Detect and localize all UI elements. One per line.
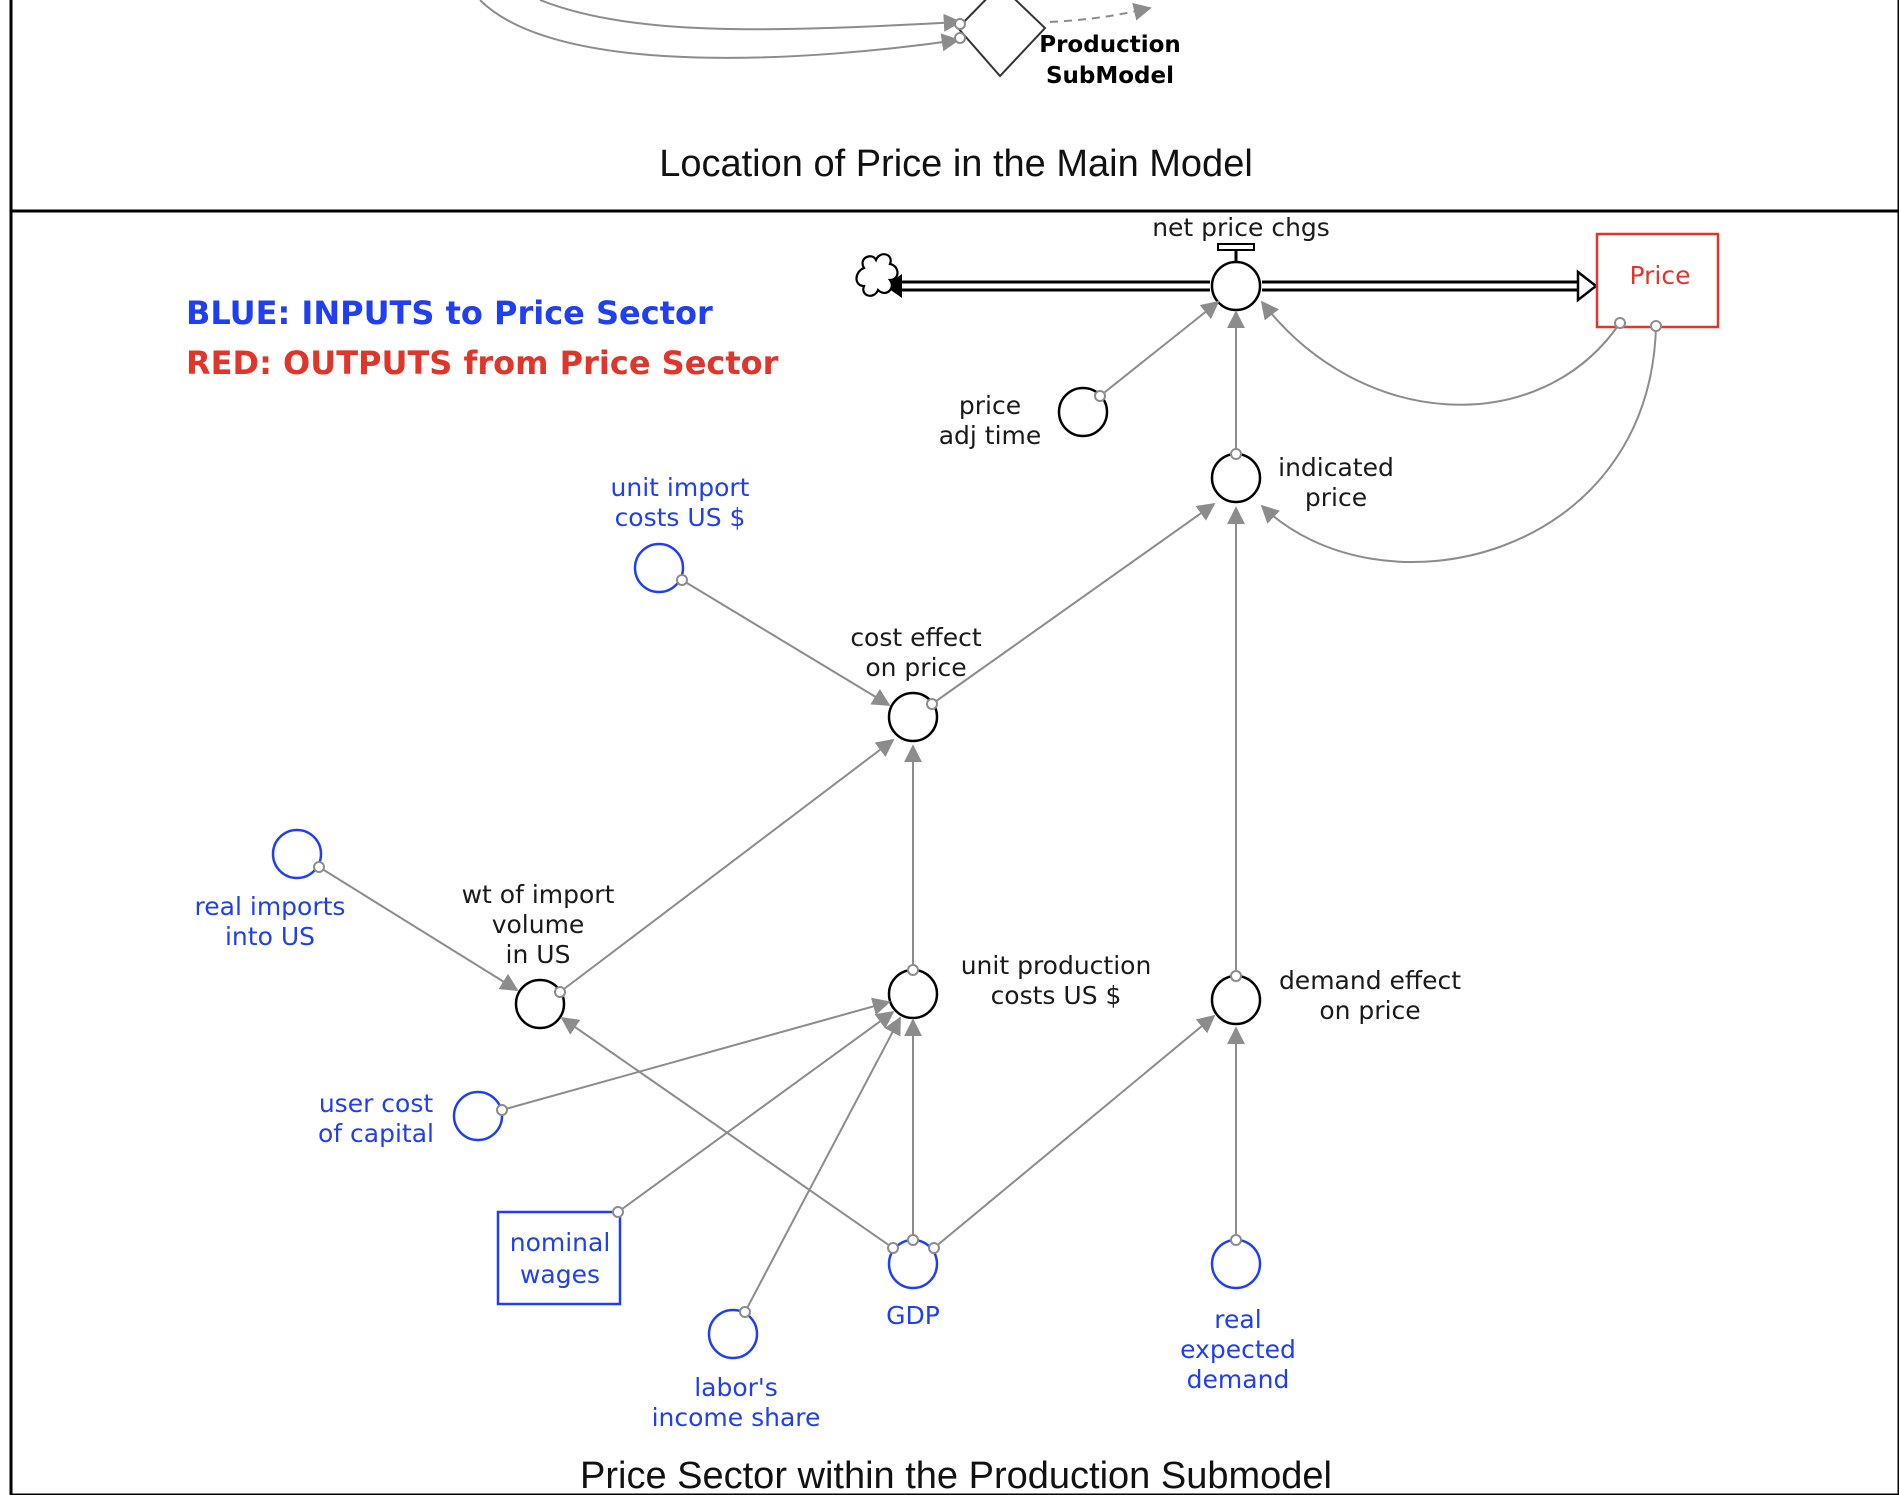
link-handle (554, 986, 566, 998)
demand-effect-label-1: demand effect (1279, 966, 1461, 995)
link-handle (1614, 317, 1626, 329)
link-price-to-net-price-chgs (1260, 300, 1621, 406)
indicated-price-node[interactable] (1210, 452, 1262, 504)
link-main-1 (539, 0, 962, 32)
submodel-label-line2: SubModel (1046, 63, 1174, 89)
labors-income-share-label-2: income share (652, 1403, 821, 1432)
link-handle (313, 861, 325, 873)
top-caption: Location of Price in the Main Model (659, 143, 1253, 185)
user-cost-label-1: user cost (319, 1089, 434, 1118)
legend-inputs: BLUE: INPUTS to Price Sector (186, 294, 713, 332)
link-handle (954, 32, 966, 44)
link-handle (1094, 390, 1106, 402)
link-handle (1230, 970, 1242, 982)
link-handle (907, 1234, 919, 1246)
price-stock[interactable] (1595, 232, 1720, 329)
wt-of-import-volume-node[interactable] (514, 978, 566, 1030)
link-cost-effect-to-indicated (931, 502, 1216, 705)
link-handle (954, 18, 966, 30)
unit-production-label-2: costs US $ (991, 981, 1122, 1010)
outer-frame (9, 0, 1899, 1495)
real-expected-demand-label-2: expected (1180, 1335, 1296, 1364)
demand-effect-on-price-node[interactable] (1210, 974, 1262, 1026)
real-imports-label-1: real imports (195, 892, 346, 921)
cloud-icon (855, 253, 899, 297)
net-price-chgs-label: net price chgs (1152, 213, 1330, 242)
nominal-wages-label-2: wages (520, 1260, 600, 1289)
link-handle (496, 1104, 508, 1116)
link-handle (739, 1306, 751, 1318)
wt-import-label-3: in US (506, 940, 571, 969)
cost-effect-label-2: on price (865, 653, 966, 682)
link-handle (1230, 1234, 1242, 1246)
link-main-3 (1049, 2, 1152, 23)
legend-outputs: RED: OUTPUTS from Price Sector (186, 344, 779, 382)
link-wt-import-to-cost-effect (559, 738, 895, 993)
cost-effect-on-price-node[interactable] (887, 691, 939, 743)
indicated-price-label-2: price (1305, 483, 1367, 512)
price-adj-time-node[interactable] (1057, 386, 1109, 438)
real-expected-demand-node[interactable] (1210, 1238, 1262, 1290)
link-real-imports-to-wt-import (318, 866, 519, 991)
demand-effect-label-2: on price (1319, 996, 1420, 1025)
link-handle (676, 574, 688, 586)
link-unit-import-to-cost-effect (681, 579, 891, 706)
bottom-caption: Price Sector within the Production Submo… (580, 1455, 1332, 1495)
nominal-wages-stock[interactable] (496, 1210, 622, 1306)
production-submodel-icon[interactable] (956, 0, 1047, 78)
link-handle (1230, 448, 1242, 460)
price-adj-time-label-1: price (959, 391, 1021, 420)
link-adj-time-to-net-price-chgs (1099, 300, 1220, 397)
net-price-chgs-valve[interactable] (1210, 243, 1262, 312)
real-imports-label-2: into US (225, 922, 315, 951)
indicated-price-label-1: indicated (1278, 453, 1394, 482)
gdp-label: GDP (886, 1301, 940, 1330)
link-handle (907, 964, 919, 976)
labors-income-share-label-1: labor's (694, 1373, 778, 1402)
cost-effect-label-1: cost effect (850, 623, 982, 652)
user-cost-of-capital-node[interactable] (452, 1090, 504, 1142)
link-nominal-wages-to-unit-production (617, 1010, 895, 1213)
main-model-excerpt: Production SubModel (479, 0, 1181, 89)
inflow-arrowhead (1576, 269, 1599, 303)
outflow-arrowhead (885, 274, 902, 298)
price-stock-label: Price (1630, 261, 1691, 290)
link-handle (926, 698, 938, 710)
submodel-label-line1: Production (1039, 32, 1181, 58)
unit-import-costs-label-1: unit import (611, 473, 750, 502)
real-expected-demand-label-3: demand (1187, 1365, 1290, 1394)
link-price-to-indicated-price (1260, 325, 1657, 563)
link-user-cost-to-unit-production (501, 997, 891, 1111)
unit-production-costs-node[interactable] (887, 968, 939, 1020)
flow-pipe (885, 269, 1599, 303)
real-expected-demand-label-1: real (1214, 1305, 1261, 1334)
unit-production-label-1: unit production (961, 951, 1152, 980)
link-handle (887, 1242, 899, 1254)
wt-import-label-2: volume (492, 910, 585, 939)
link-handle (612, 1206, 624, 1218)
nominal-wages-label-1: nominal (510, 1228, 611, 1257)
unit-import-costs-label-2: costs US $ (615, 503, 746, 532)
link-gdp-to-wt-import (560, 1016, 894, 1249)
user-cost-label-2: of capital (318, 1119, 434, 1148)
price-adj-time-label-2: adj time (939, 421, 1042, 450)
link-handle (1650, 320, 1662, 332)
link-main-2 (479, 0, 960, 59)
link-gdp-to-demand-effect (933, 1014, 1216, 1249)
unit-import-costs-node[interactable] (633, 542, 685, 594)
link-labors-share-to-unit-production (744, 1016, 901, 1313)
labors-income-share-node[interactable] (707, 1308, 759, 1360)
real-imports-node[interactable] (271, 828, 323, 880)
wt-import-label-1: wt of import (462, 880, 615, 909)
link-handle (928, 1242, 940, 1254)
